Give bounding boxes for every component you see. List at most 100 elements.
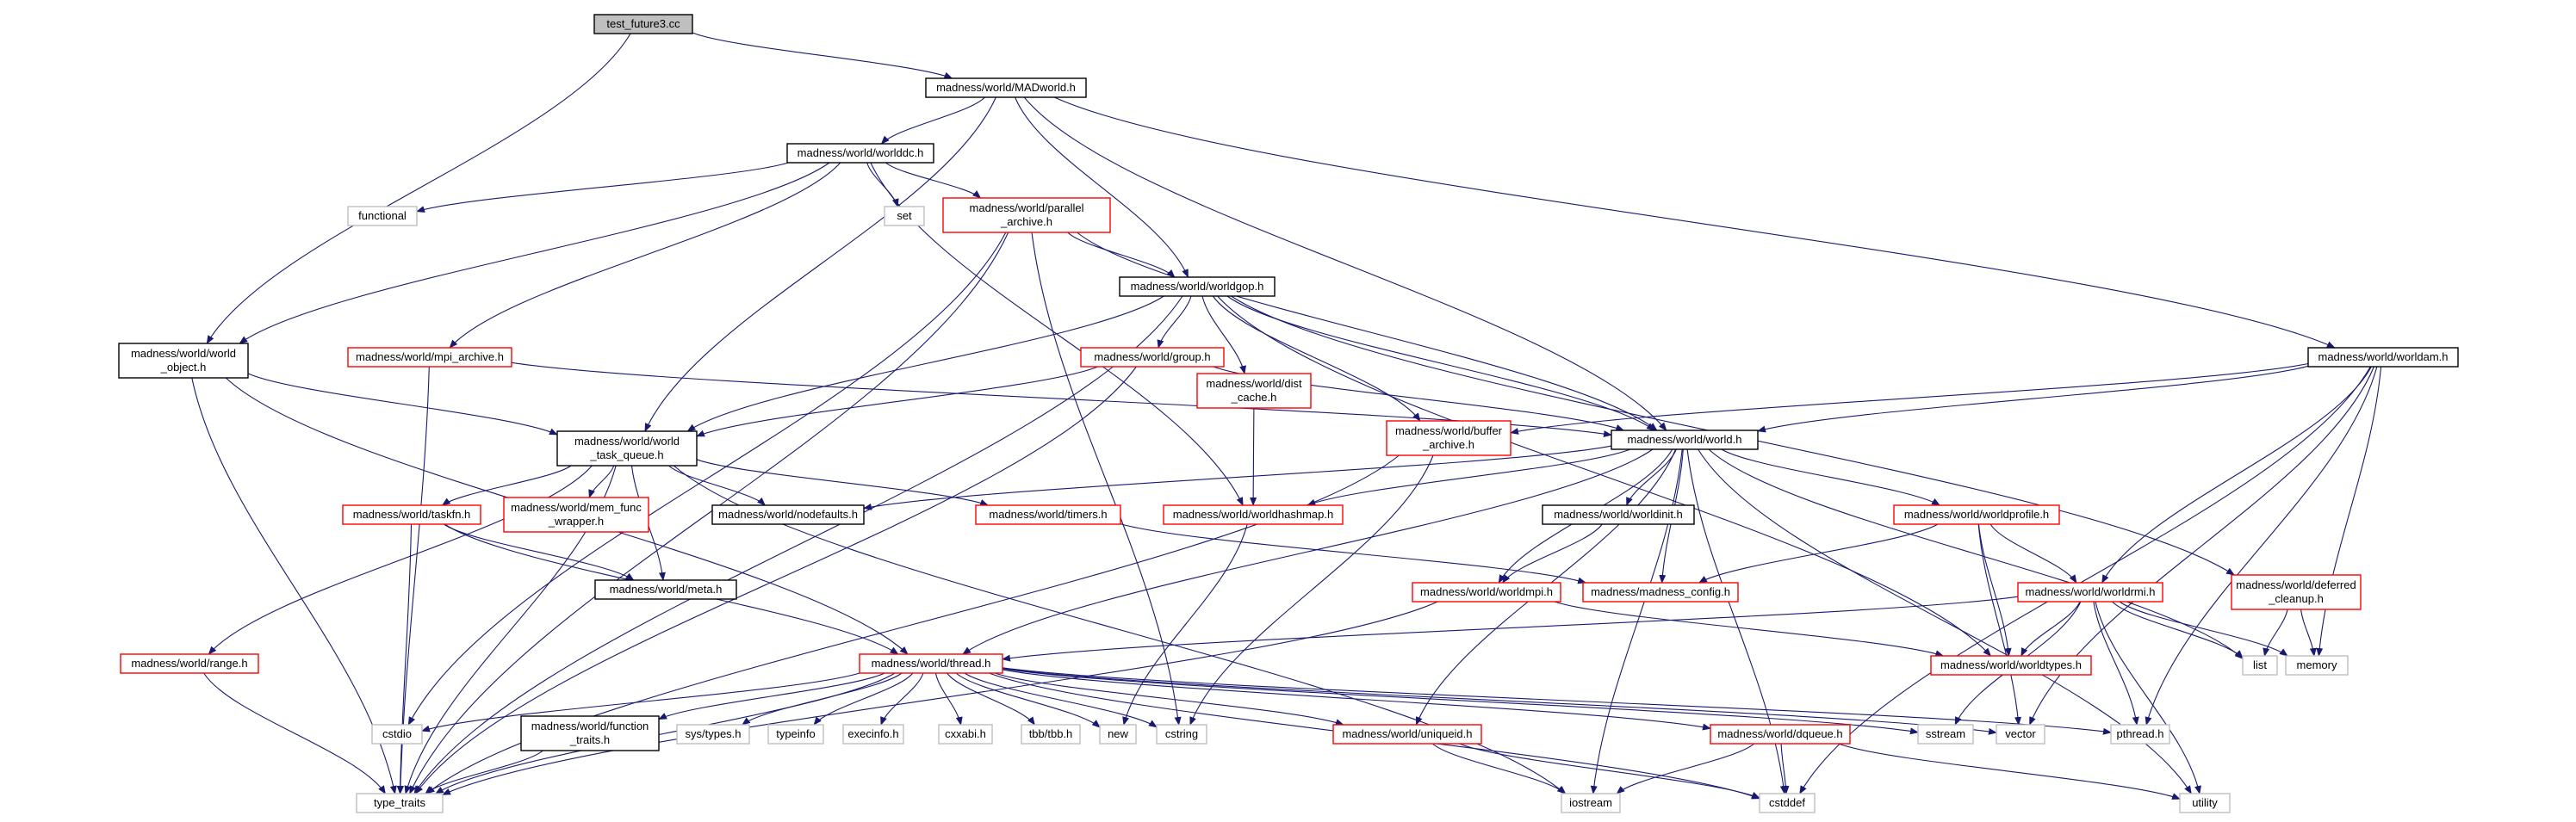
node-nodefaults[interactable]: madness/world/nodefaults.h: [711, 504, 865, 525]
node-set: set: [884, 206, 925, 226]
node-worldtypes[interactable]: madness/world/worldtypes.h: [1930, 655, 2092, 676]
node-label-world_task_queue: _task_queue.h: [589, 448, 663, 461]
edge-thread-to-cstdio: [421, 672, 860, 732]
node-box-thread: [859, 653, 1003, 674]
node-box-typeinfo: [767, 724, 824, 745]
node-worldmpi[interactable]: madness/world/worldmpi.h: [1412, 582, 1561, 603]
node-timers[interactable]: madness/world/timers.h: [975, 504, 1121, 525]
node-label-uniqueid: madness/world/uniqueid.h: [1342, 727, 1472, 740]
node-box-sstream: [1917, 724, 1974, 745]
node-label-new: new: [1108, 727, 1128, 740]
edge-world_task_queue-to-taskfn: [441, 465, 572, 506]
node-buffer_archive[interactable]: madness/world/buffer_archive.h: [1386, 420, 1511, 456]
node-box-iostream: [1561, 793, 1621, 813]
node-label-cstddef: cstddef: [1769, 796, 1805, 809]
node-label-function_traits: madness/world/function: [531, 720, 649, 732]
node-box-dqueue: [1710, 724, 1851, 745]
edge-world_h-to-thread: [962, 448, 1654, 655]
node-label-parallel_archive: _archive.h: [1000, 215, 1052, 228]
node-label-mem_func_wrapper: madness/world/mem_func: [511, 501, 642, 514]
node-world_task_queue[interactable]: madness/world/world_task_queue.h: [556, 430, 698, 467]
node-meta[interactable]: madness/world/meta.h: [594, 579, 737, 600]
node-box-madworld: [925, 77, 1087, 98]
node-label-sstream: sstream: [1926, 727, 1965, 740]
node-worldprofile[interactable]: madness/world/worldprofile.h: [1893, 504, 2060, 525]
node-madness_config[interactable]: madness/madness_config.h: [1582, 582, 1739, 603]
edge-worldrmi-to-pthread: [2093, 601, 2139, 726]
node-box-worldprofile: [1893, 504, 2060, 525]
node-world_h[interactable]: madness/world/world.h: [1611, 430, 1759, 450]
node-worldgop[interactable]: madness/world/worldgop.h: [1119, 276, 1276, 297]
node-parallel_archive[interactable]: madness/world/parallel_archive.h: [942, 197, 1111, 233]
edge-function_traits-to-type_traits: [425, 750, 543, 794]
node-box-world_h: [1611, 430, 1759, 450]
node-thread[interactable]: madness/world/thread.h: [859, 653, 1003, 674]
node-box-dist_cache: [1196, 373, 1312, 409]
node-worldrmi[interactable]: madness/world/worldrmi.h: [2017, 582, 2163, 603]
node-label-mpi_archive: madness/world/mpi_archive.h: [356, 350, 504, 363]
edge-group-to-type_traits: [415, 366, 1137, 794]
node-worldinit[interactable]: madness/world/worldinit.h: [1542, 504, 1695, 525]
node-box-tbb: [1021, 724, 1081, 745]
edge-world_h-to-worldinit: [1626, 448, 1677, 506]
edge-madworld-to-worldam: [1053, 96, 2336, 349]
edge-worldprofile-to-vector: [1977, 523, 2022, 726]
edge-world_task_queue-to-range: [208, 465, 593, 655]
edge-madworld-to-worlddc: [880, 96, 985, 145]
node-uniqueid[interactable]: madness/world/uniqueid.h: [1332, 724, 1482, 745]
node-box-worldtypes: [1930, 655, 2092, 676]
edge-thread-to-tbb: [947, 672, 1035, 726]
edge-root-to-world_object: [206, 33, 631, 344]
node-madworld[interactable]: madness/world/MADworld.h: [925, 77, 1087, 98]
edge-thread-to-pthread: [1002, 667, 2112, 735]
node-label-type_traits: type_traits: [374, 796, 425, 809]
node-box-cstring: [1156, 724, 1207, 745]
edge-madworld-to-world_h: [1023, 96, 1667, 431]
node-cstring: cstring: [1156, 724, 1207, 745]
node-box-set: [884, 206, 925, 226]
node-label-memory: memory: [2297, 658, 2337, 671]
edge-layer: [191, 32, 2382, 800]
node-box-group: [1080, 347, 1225, 368]
node-deferred_cleanup[interactable]: madness/world/deferred_cleanup.h: [2231, 574, 2362, 610]
node-mem_func_wrapper[interactable]: madness/world/mem_func_wrapper.h: [503, 497, 649, 533]
node-box-new: [1099, 724, 1137, 745]
node-box-execinfo: [842, 724, 904, 745]
node-cstddef: cstddef: [1759, 793, 1816, 813]
edge-world_task_queue-to-nodefaults: [668, 465, 767, 506]
edge-parallel_archive-to-cstdio: [407, 232, 1007, 726]
edge-worldam-to-pthread: [2145, 366, 2378, 726]
edge-worldgop-to-world_task_queue: [686, 295, 1164, 432]
edge-worldgop-to-buffer_archive: [1212, 295, 1421, 422]
node-label-dist_cache: _cache.h: [1231, 391, 1277, 404]
node-mpi_archive[interactable]: madness/world/mpi_archive.h: [347, 347, 512, 368]
node-box-vector: [1996, 724, 2045, 745]
edge-root-to-madworld: [692, 32, 953, 79]
node-root: test_future3.cc: [593, 14, 693, 34]
node-box-type_traits: [356, 793, 444, 813]
node-box-range: [120, 653, 259, 674]
node-tbb: tbb/tbb.h: [1021, 724, 1081, 745]
node-execinfo: execinfo.h: [842, 724, 904, 745]
node-label-dqueue: madness/world/dqueue.h: [1717, 727, 1842, 740]
node-label-madworld: madness/world/MADworld.h: [936, 81, 1076, 94]
node-label-sys_types: sys/types.h: [685, 727, 741, 740]
node-sys_types: sys/types.h: [676, 724, 750, 745]
node-worldam[interactable]: madness/world/worldam.h: [2307, 347, 2459, 368]
edge-worlddc-to-set: [866, 162, 899, 207]
node-worlddc[interactable]: madness/world/worlddc.h: [786, 143, 934, 164]
edge-thread-to-execinfo: [880, 672, 924, 726]
node-worldhashmap[interactable]: madness/world/worldhashmap.h: [1163, 504, 1344, 525]
node-taskfn[interactable]: madness/world/taskfn.h: [342, 504, 481, 525]
node-dist_cache[interactable]: madness/world/dist_cache.h: [1196, 373, 1312, 409]
node-label-nodefaults: madness/world/nodefaults.h: [718, 508, 858, 521]
node-group[interactable]: madness/world/group.h: [1080, 347, 1225, 368]
node-dqueue[interactable]: madness/world/dqueue.h: [1710, 724, 1851, 745]
node-world_object[interactable]: madness/world/world_object.h: [118, 343, 249, 379]
node-label-execinfo: execinfo.h: [847, 727, 898, 740]
node-function_traits[interactable]: madness/world/function_traits.h: [520, 715, 660, 751]
node-label-world_object: madness/world/world: [131, 347, 236, 360]
node-range[interactable]: madness/world/range.h: [120, 653, 259, 674]
edge-world_h-to-worldprofile: [1721, 448, 1940, 506]
